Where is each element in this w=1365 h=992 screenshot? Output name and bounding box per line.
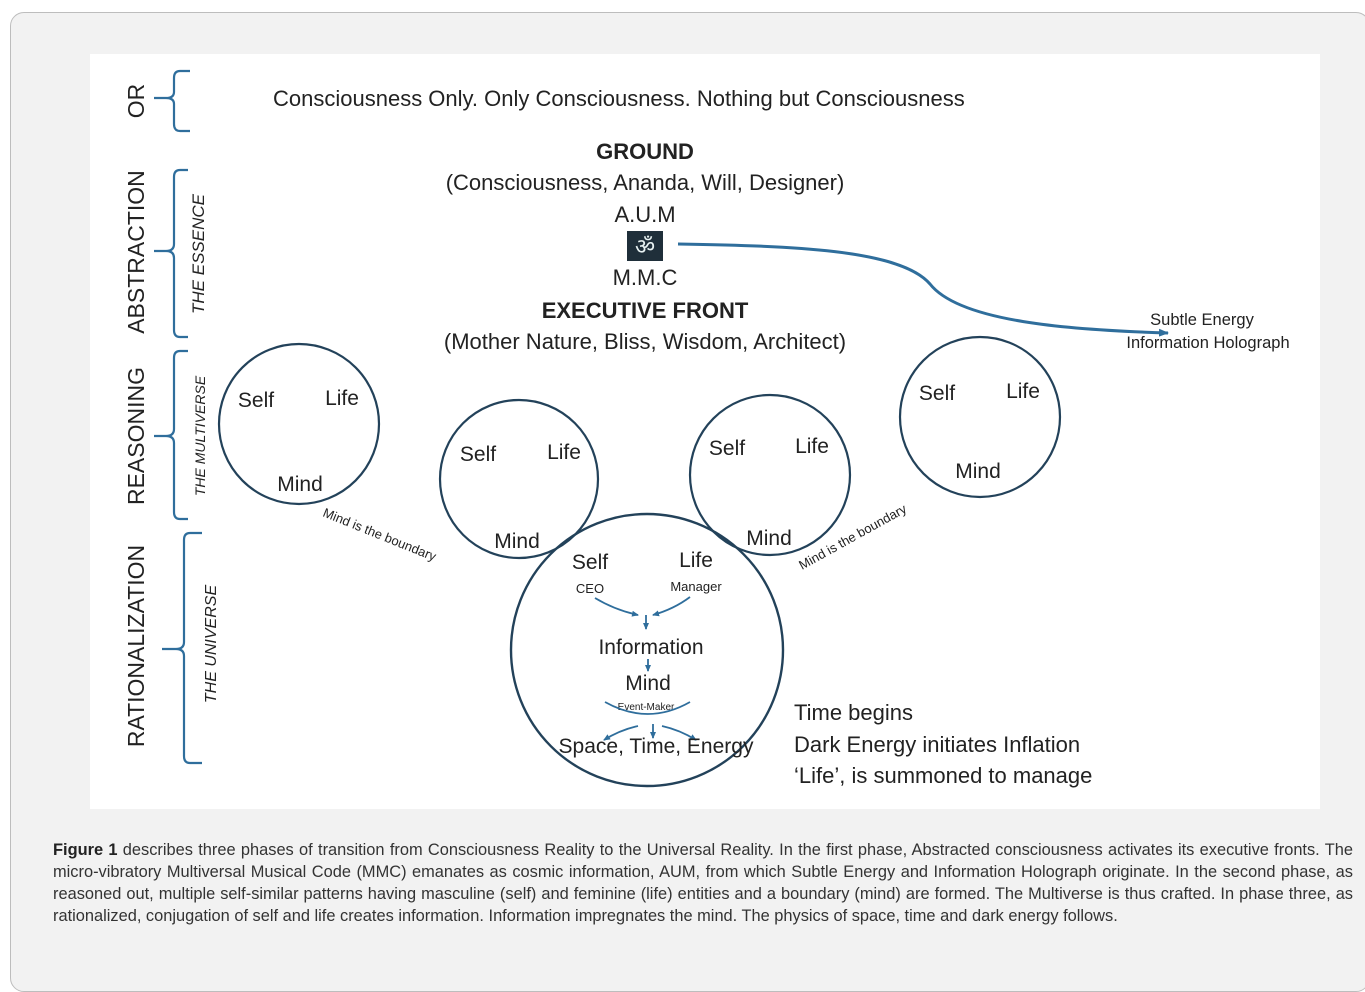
executive-front-title: EXECUTIVE FRONT [542,298,749,323]
circle-2-self: Self [460,443,496,466]
event-to-energy-arrow [661,725,697,741]
brace-reasoning [154,349,188,521]
universe-self: Self [572,551,608,574]
information-holograph-label: Information Holograph [1126,334,1289,352]
circle-4-life: Life [1006,380,1040,403]
ground-title: GROUND [596,139,694,164]
multiverse-circle-3: Self Life Mind [688,393,852,557]
circle-4-mind: Mind [955,460,1001,483]
universe-event-maker: Event-Maker [618,702,675,713]
circle-4-self: Self [919,382,955,405]
circle-3-self: Self [709,437,745,460]
universe-information: Information [598,636,703,659]
circle-1-mind: Mind [277,473,323,496]
multiverse-circle-1: Self Life Mind [217,342,381,506]
om-to-subtle-energy-arrow [677,242,1169,337]
the-universe-label: THE UNIVERSE [203,585,220,704]
circle-3-mind: Mind [746,527,792,550]
multiverse-circle-2: Self Life Mind [438,398,600,560]
boundary-label-right: Mind is the boundary [796,501,909,573]
brace-abstraction [154,168,188,339]
universe-ceo: CEO [576,581,604,596]
phase-or-label: OR [123,84,149,119]
consciousness-diagram: OR ABSTRACTION REASONING RATIONALIZATION… [123,69,1290,788]
ceo-to-info-arrow [594,597,639,617]
the-essence-label: THE ESSENCE [189,193,208,314]
the-multiverse-label: THE MULTIVERSE [192,375,208,496]
multiverse-circle-4: Self Life Mind [898,335,1062,499]
om-symbol-box [627,231,663,261]
phase-reasoning-label: REASONING [123,367,149,505]
phase-abstraction-label: ABSTRACTION [123,170,149,334]
circle-1-self: Self [238,389,274,412]
figure-panel: OR ABSTRACTION REASONING RATIONALIZATION… [90,54,1320,809]
circle-1-life: Life [325,387,359,410]
event-to-space-arrow [603,725,639,741]
note-dark-energy: Dark Energy initiates Inflation [794,732,1080,757]
circle-2-mind: Mind [494,530,540,553]
ground-subtitle: (Consciousness, Ananda, Will, Designer) [446,170,845,195]
universe-circle: Self Life CEO Manager Information Mind E… [509,512,785,788]
universe-manager: Manager [670,579,722,594]
phase-rationalization-label: RATIONALIZATION [123,545,149,747]
figure-caption: Figure 1 describes three phases of trans… [53,839,1353,927]
universe-mind: Mind [625,672,671,695]
executive-front-subtitle: (Mother Nature, Bliss, Wisdom, Architect… [444,329,846,354]
boundary-label-left: Mind is the boundary [321,505,439,564]
mmc-label: M.M.C [613,265,678,290]
consciousness-only-text: Consciousness Only. Only Consciousness. … [273,86,965,111]
manager-to-info-arrow [652,596,691,617]
caption-text: describes three phases of transition fro… [53,841,1353,925]
aum-label: A.U.M [614,202,675,227]
brace-rationalization [162,531,202,765]
figure-card: OR ABSTRACTION REASONING RATIONALIZATION… [10,12,1365,992]
note-time-begins: Time begins [794,700,913,725]
circle-3-life: Life [795,435,829,458]
universe-space-time-energy: Space, Time, Energy [559,735,754,758]
universe-life: Life [679,549,713,572]
circle-2-life: Life [547,441,581,464]
subtle-energy-label: Subtle Energy [1150,311,1254,329]
note-life-summoned: ‘Life’, is summoned to manage [794,763,1092,788]
om-symbol-icon: ॐ [635,235,655,260]
event-arc [604,701,691,715]
caption-label: Figure 1 [53,841,118,859]
brace-or [154,69,190,133]
